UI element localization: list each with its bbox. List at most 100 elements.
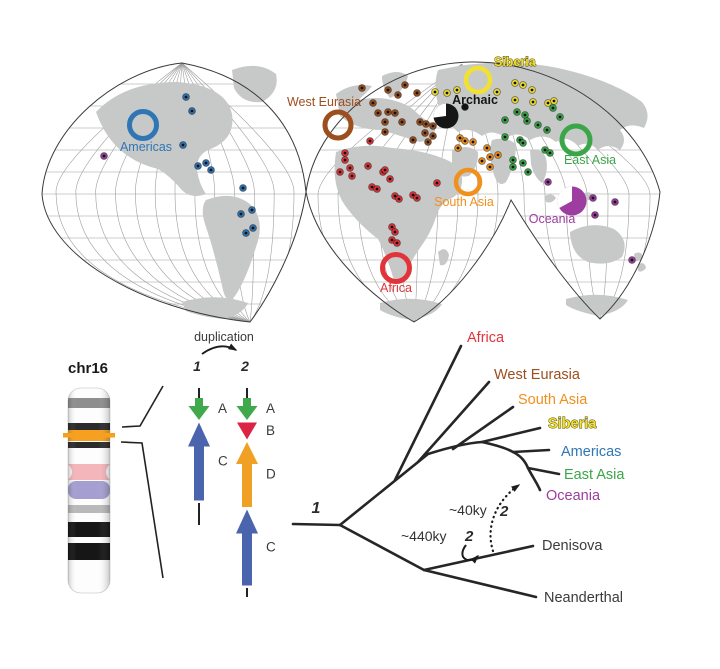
sample-dot-core-east-asia: [545, 128, 549, 132]
sample-dot-core-south-asia: [488, 155, 492, 159]
map-label-oceania: Oceania: [529, 212, 576, 226]
continent-antarctica-west: [182, 297, 248, 319]
sample-dot-core-americas: [190, 109, 194, 113]
sample-dot-core-africa: [397, 197, 401, 201]
map-outline-americas: [41, 62, 307, 323]
tree-label-africa: Africa: [467, 330, 505, 346]
sample-dots: [100, 79, 636, 264]
map-label-south-asia: South Asia: [434, 195, 494, 209]
tree-label-neanderthal: Neanderthal: [544, 590, 623, 606]
sample-dot-core-africa: [348, 166, 352, 170]
map-label-archaic: Archaic: [452, 93, 498, 107]
duplication-column-header: 1: [193, 358, 201, 374]
sample-dot-core-americas: [184, 95, 188, 99]
sample-dot-core-siberia: [495, 90, 499, 94]
duplication-arrow-label-C: C: [218, 454, 228, 469]
region-circle-west-eurasia: [322, 109, 354, 141]
map-label-east-asia: East Asia: [564, 153, 616, 167]
tree-annotations: ~440ky 2 ~40ky 2: [401, 483, 521, 564]
sample-dot-core-siberia: [530, 88, 534, 92]
sample-dot-core-americas: [204, 161, 208, 165]
zoom-bracket-upper: [121, 385, 164, 428]
sample-dot-core-americas: [209, 168, 213, 172]
tree-branch-west-eurasia: [416, 380, 491, 464]
sample-dot-core-west-eurasia: [400, 120, 404, 124]
sample-dot-core-west-eurasia: [386, 110, 390, 114]
sample-dot-core-oceania: [630, 258, 634, 262]
sample-dot-core-africa: [411, 193, 415, 197]
sample-dot-core-east-asia: [523, 113, 527, 117]
tree-label-denisova: Denisova: [542, 538, 603, 554]
annotation-40ky-dotted-arrow: [489, 483, 521, 553]
sample-dot-core-siberia: [521, 83, 525, 87]
sample-dot-core-south-asia: [458, 136, 462, 140]
duplication-arrow-label-C: C: [266, 540, 276, 555]
sample-dot-core-americas: [251, 226, 255, 230]
map-outlines: [41, 61, 661, 323]
duplication-arrow-label-A: A: [266, 401, 275, 416]
duplication-arrow-A: [236, 398, 258, 420]
tree-branch-east-asia: [526, 466, 561, 476]
region-pie-wedge-archaic: [433, 103, 446, 118]
sample-dot-core-west-eurasia: [418, 120, 422, 124]
sample-dot-core-americas: [244, 231, 248, 235]
sample-dot-core-west-eurasia: [396, 93, 400, 97]
tree-node1-label: 1: [312, 500, 321, 517]
sample-dot-core-east-asia: [536, 123, 540, 127]
sample-dot-core-south-asia: [488, 165, 492, 169]
sample-dot-core-west-eurasia: [376, 111, 380, 115]
sample-dot-core-west-eurasia: [426, 140, 430, 144]
sample-dot-core-africa: [415, 196, 419, 200]
sample-dot-core-siberia: [455, 88, 459, 92]
map-labels: Americas West Eurasia Siberia Archaic Ea…: [120, 55, 616, 295]
annotation-40ky-num: 2: [499, 503, 509, 520]
tree-label-west-eurasia: West Eurasia: [494, 367, 581, 383]
tree-branch-denisova: [422, 544, 535, 572]
sample-dot-core-africa: [343, 158, 347, 162]
annotation-440ky-arrow: [461, 544, 480, 564]
sample-dot-core-americas: [239, 212, 243, 216]
tree-branch-neanderthal: [422, 568, 538, 599]
tree-label-south-asia: South Asia: [518, 392, 588, 408]
sample-dot-core-oceania: [613, 200, 617, 204]
sample-dot-core-south-asia: [480, 159, 484, 163]
sample-dot-core-east-asia: [515, 110, 519, 114]
sample-dot-core-africa: [390, 225, 394, 229]
sample-dot-core-africa: [395, 241, 399, 245]
tree-branch-africa: [393, 344, 463, 482]
sample-dot-core-americas: [196, 164, 200, 168]
duplication-arrow: [201, 343, 238, 355]
sample-dot-core-west-eurasia: [383, 120, 387, 124]
sample-dot-core-oceania: [591, 196, 595, 200]
continent-greenland: [232, 65, 277, 103]
sample-dot-core-africa: [388, 177, 392, 181]
sample-dot-core-africa: [370, 185, 374, 189]
sample-dot-core-east-asia: [521, 161, 525, 165]
region-pie-wedge-oceania: [557, 186, 572, 208]
sample-dot-core-africa: [368, 139, 372, 143]
sample-dot-core-africa: [350, 174, 354, 178]
sample-dot-core-siberia: [513, 98, 517, 102]
sample-dot-core-east-asia: [521, 141, 525, 145]
map-label-americas: Americas: [120, 140, 172, 154]
map-label-west-eurasia: West Eurasia: [287, 95, 361, 109]
sample-dot-core-west-eurasia: [403, 83, 407, 87]
sample-dot-core-africa: [338, 170, 342, 174]
duplication-column-header: 2: [240, 358, 249, 374]
continent-japan: [604, 108, 619, 131]
duplication-title: duplication: [194, 330, 254, 344]
sample-dot-core-archaic: [463, 105, 467, 109]
tree-branch-archaic-stem: [338, 523, 426, 572]
tree-branch-siberia: [480, 426, 542, 444]
tree-branch-root: [291, 522, 342, 527]
sample-dot-core-oceania: [546, 180, 550, 184]
sample-dot-core-east-asia: [503, 118, 507, 122]
sample-dot-core-south-asia: [456, 146, 460, 150]
sample-dot-core-east-asia: [526, 170, 530, 174]
duplication-arrow-label-B: B: [266, 423, 275, 438]
duplication-arrow-D: [236, 442, 258, 507]
sample-dot-core-africa: [383, 168, 387, 172]
sample-dot-core-west-eurasia: [431, 134, 435, 138]
sample-dot-core-africa: [393, 194, 397, 198]
sample-dot-core-east-asia: [511, 158, 515, 162]
